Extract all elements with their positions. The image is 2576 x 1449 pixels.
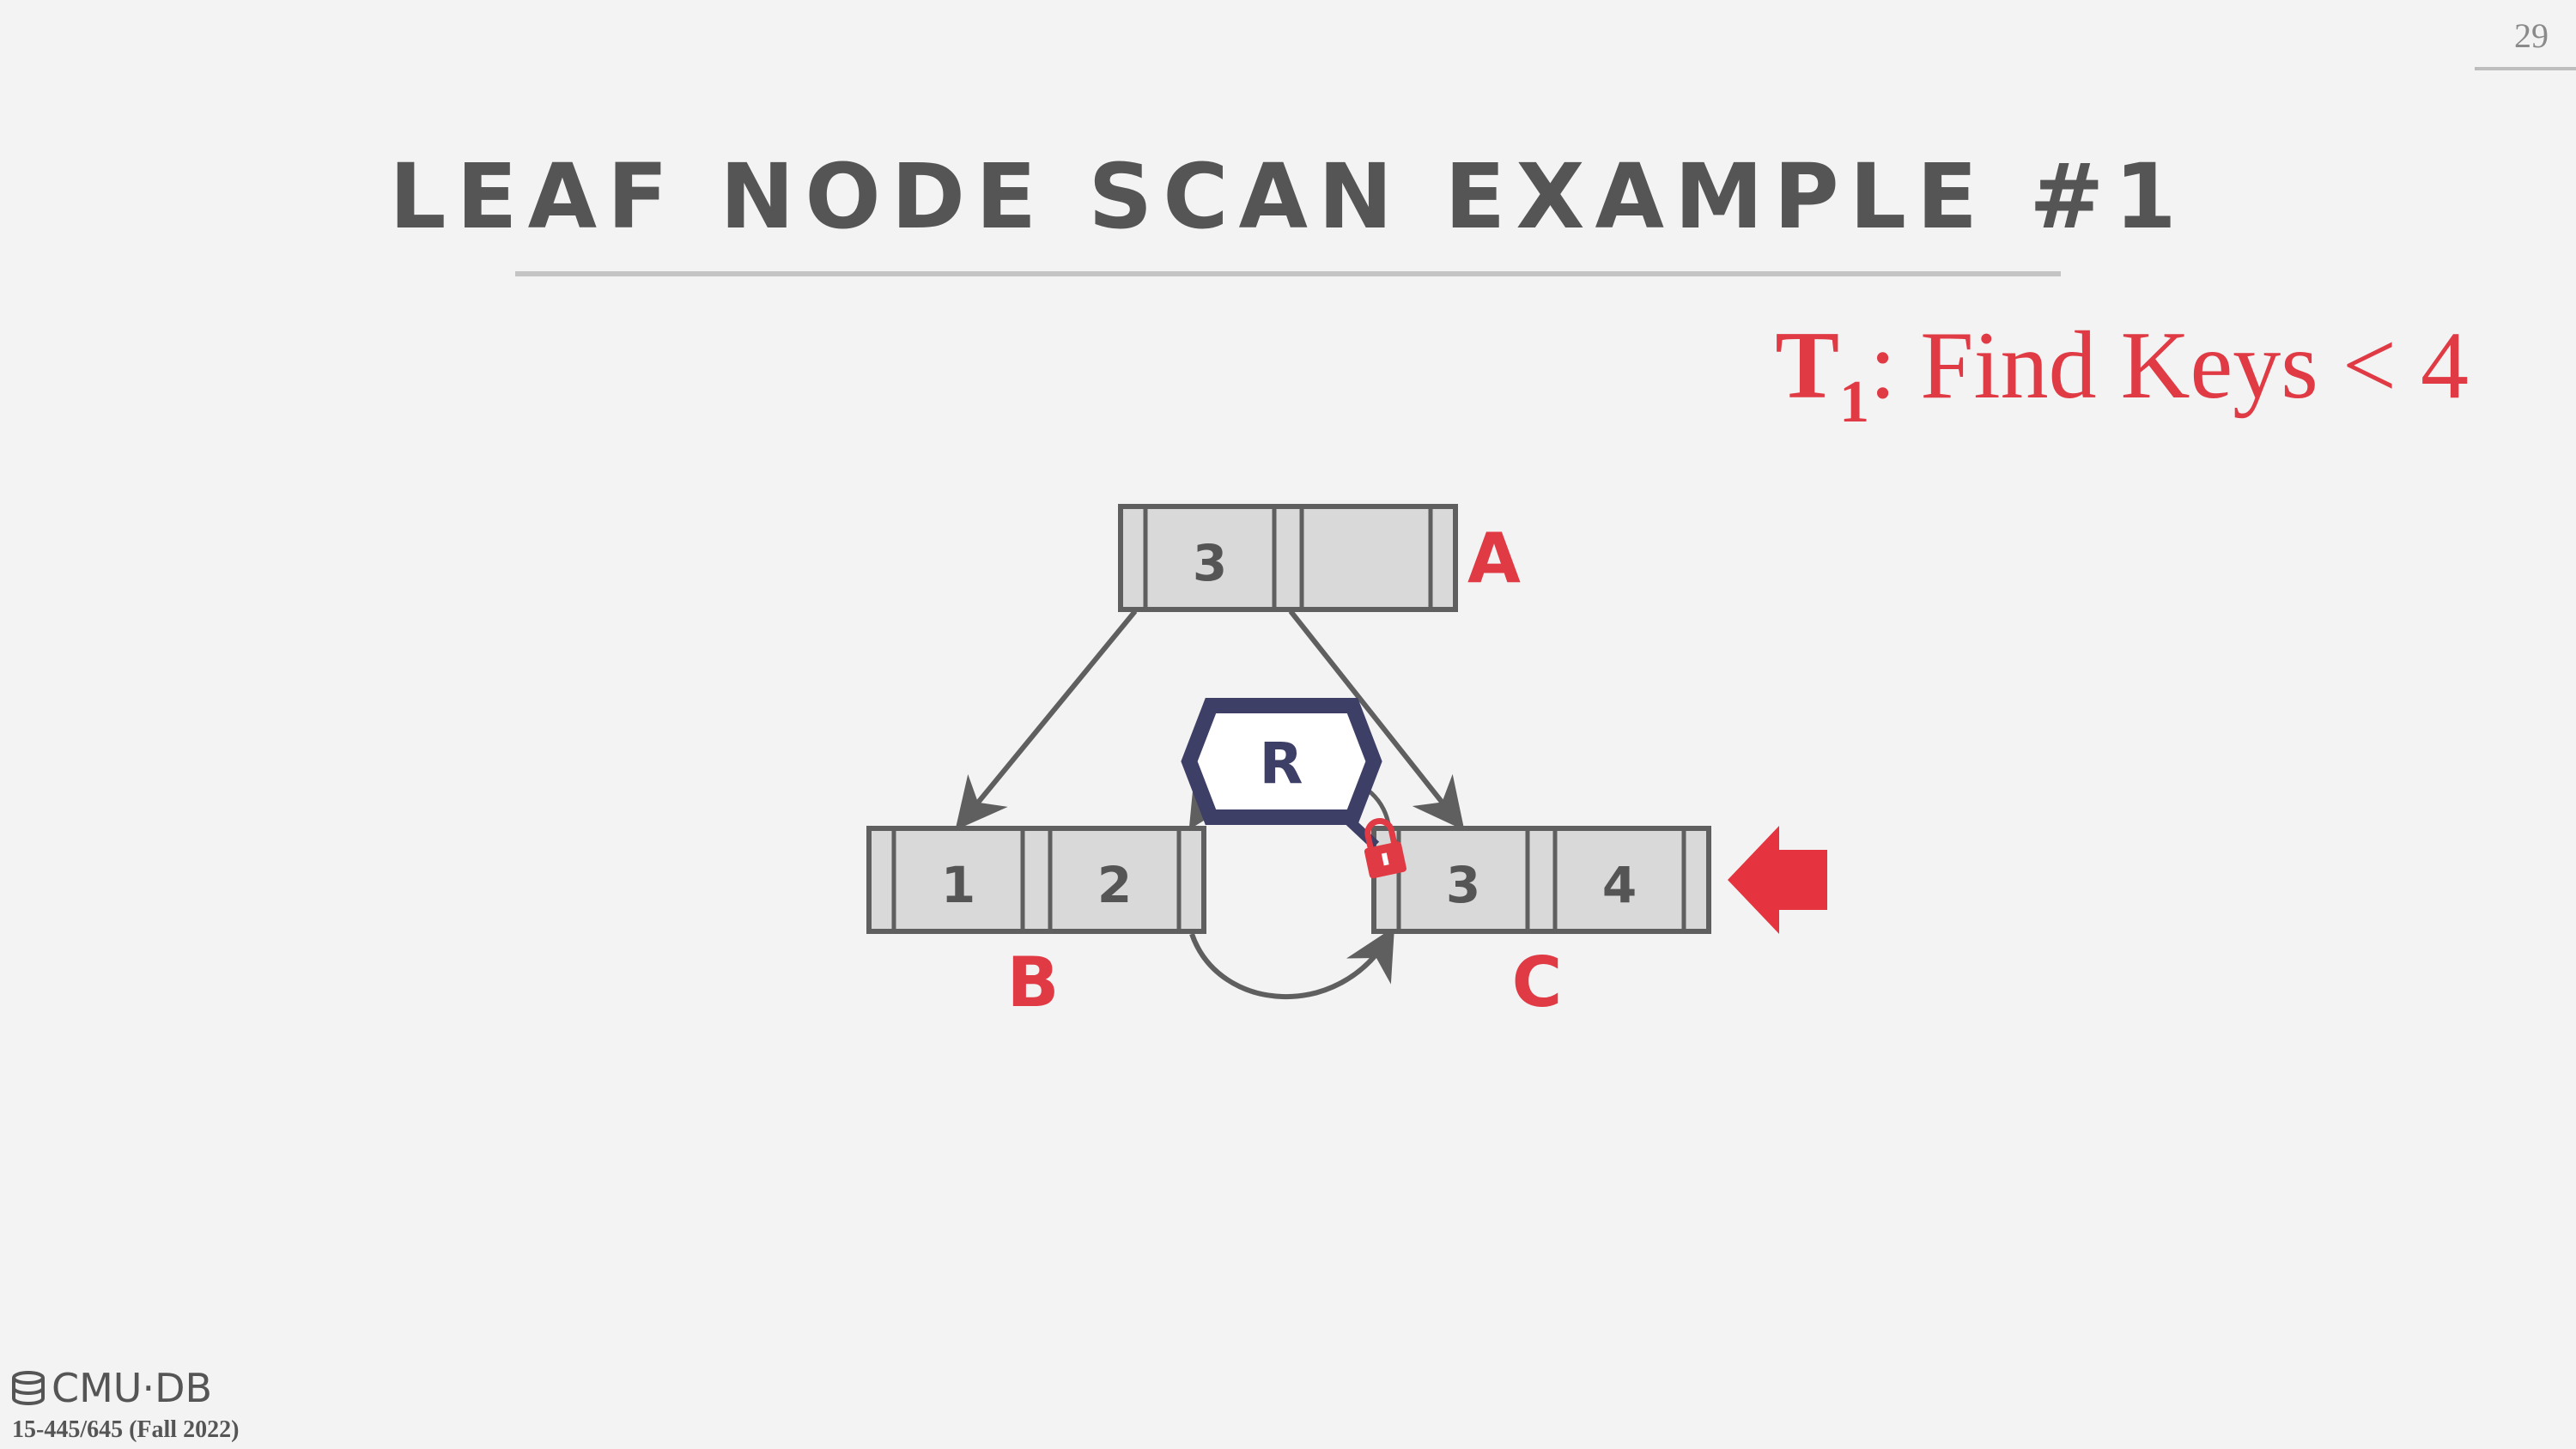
latch-mode: R	[1260, 731, 1303, 797]
course-label: 15-445/645 (Fall 2022)	[12, 1416, 240, 1443]
node-b-key-1: 1	[941, 856, 975, 914]
node-c-label: C	[1512, 943, 1563, 1022]
node-c-key-2: 4	[1602, 856, 1637, 914]
node-b-key-2: 2	[1097, 856, 1132, 914]
query-text: T1: Find Keys < 4	[1775, 311, 2469, 437]
query-txn-subscript: 1	[1839, 369, 1870, 435]
cmu-db-logo: CMU·DB	[10, 1365, 212, 1411]
slide-number: 29	[2514, 16, 2549, 55]
pointer-arrow-icon	[1728, 826, 1827, 934]
slide-title: LEAF NODE SCAN EXAMPLE #1	[389, 144, 2187, 249]
node-c: 3 4	[1371, 826, 1711, 934]
lock-icon	[1364, 818, 1406, 879]
read-latch: R	[1181, 698, 1382, 850]
query-predicate: : Find Keys < 4	[1869, 312, 2469, 419]
slide-number-rule	[2475, 67, 2576, 70]
node-a-key-1: 3	[1193, 534, 1227, 592]
sibling-pointer-b-to-c	[1189, 926, 1395, 1000]
edge-a-to-c	[1288, 609, 1465, 831]
edge-a-to-b	[955, 609, 1138, 831]
node-b: 1 2	[866, 826, 1206, 934]
node-a-label: A	[1467, 518, 1521, 598]
node-a: 3	[1118, 504, 1458, 612]
database-icon	[12, 1371, 45, 1405]
logo-text: CMU·DB	[52, 1365, 213, 1411]
title-underline	[515, 271, 2061, 276]
node-c-key-1: 3	[1446, 856, 1480, 914]
query-txn: T	[1775, 312, 1840, 419]
node-b-label: B	[1007, 943, 1060, 1022]
